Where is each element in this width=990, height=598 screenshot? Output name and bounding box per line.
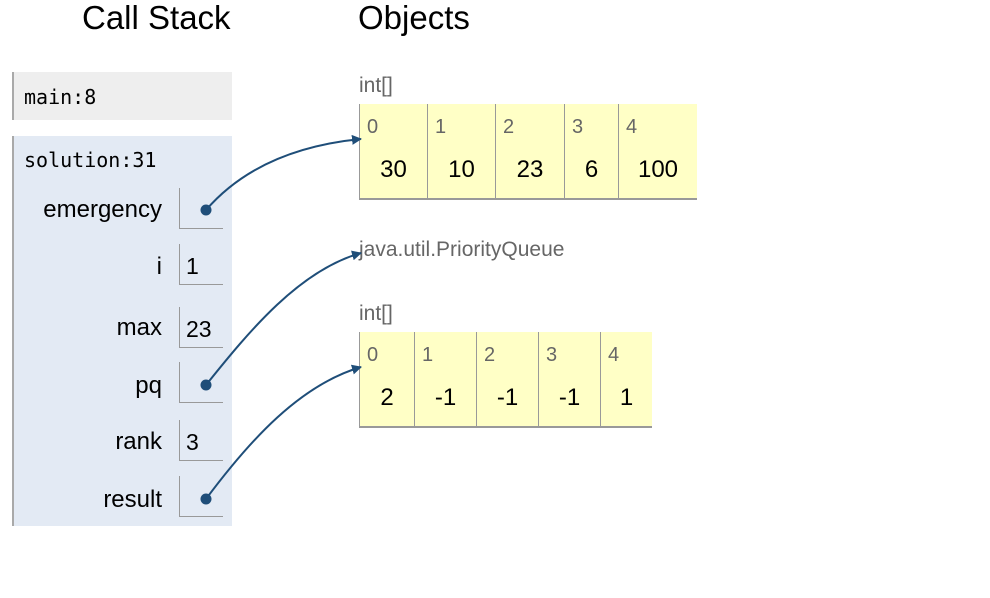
array-index: 2	[503, 116, 515, 138]
variable-value-box	[179, 476, 223, 517]
array-cell: 4 100	[618, 104, 697, 200]
array-value: 23	[516, 156, 544, 183]
array-cell: 1-1	[414, 332, 476, 428]
stack-frame-solution: solution:31 emergency i 1 max 23 pq rank…	[12, 136, 232, 526]
array-value: -1	[434, 384, 457, 411]
array-cell: 3-1	[538, 332, 600, 428]
variable-value: 1	[186, 253, 199, 279]
variable-value: 23	[186, 316, 212, 342]
variable-name: rank	[115, 428, 162, 455]
call-stack-heading: Call Stack	[82, 0, 231, 36]
array-cell: 2-1	[476, 332, 538, 428]
frame-name-solution: solution:31	[24, 148, 157, 172]
variable-value-box: 1	[179, 244, 223, 285]
array-index: 3	[572, 116, 584, 138]
array-index: 0	[367, 116, 379, 138]
variable-value: 3	[186, 429, 199, 455]
array-value: 10	[448, 156, 475, 183]
array-index: 1	[435, 116, 447, 138]
array-index: 4	[626, 116, 638, 138]
array-index: 3	[546, 344, 558, 366]
array-value: 1	[619, 384, 634, 411]
array-index: 0	[367, 344, 379, 366]
array-index: 4	[608, 344, 620, 366]
objects-heading: Objects	[358, 0, 470, 36]
variable-value-box: 3	[179, 420, 223, 461]
array-value: 30	[380, 156, 407, 183]
array-value: 2	[380, 384, 394, 411]
array-index: 1	[422, 344, 434, 366]
variable-name: max	[116, 314, 162, 341]
object-type-label-pq: java.util.PriorityQueue	[359, 238, 565, 261]
array-value: -1	[558, 384, 581, 411]
array-index: 2	[484, 344, 496, 366]
frame-name-main: main:8	[24, 85, 97, 109]
variable-name: result	[103, 486, 162, 513]
object-type-label: int[]	[359, 302, 393, 325]
variable-name: i	[156, 253, 162, 280]
array-value: -1	[496, 384, 519, 411]
variable-value-box	[179, 188, 223, 229]
array-value: 100	[637, 156, 679, 183]
variable-name: pq	[135, 372, 162, 399]
variable-value-box	[179, 362, 223, 403]
array-value: 6	[584, 156, 599, 183]
variable-name: emergency	[43, 196, 162, 223]
object-type-label: int[]	[359, 74, 393, 97]
variable-value-box: 23	[179, 307, 223, 348]
stack-frame-main: main:8	[12, 72, 232, 120]
